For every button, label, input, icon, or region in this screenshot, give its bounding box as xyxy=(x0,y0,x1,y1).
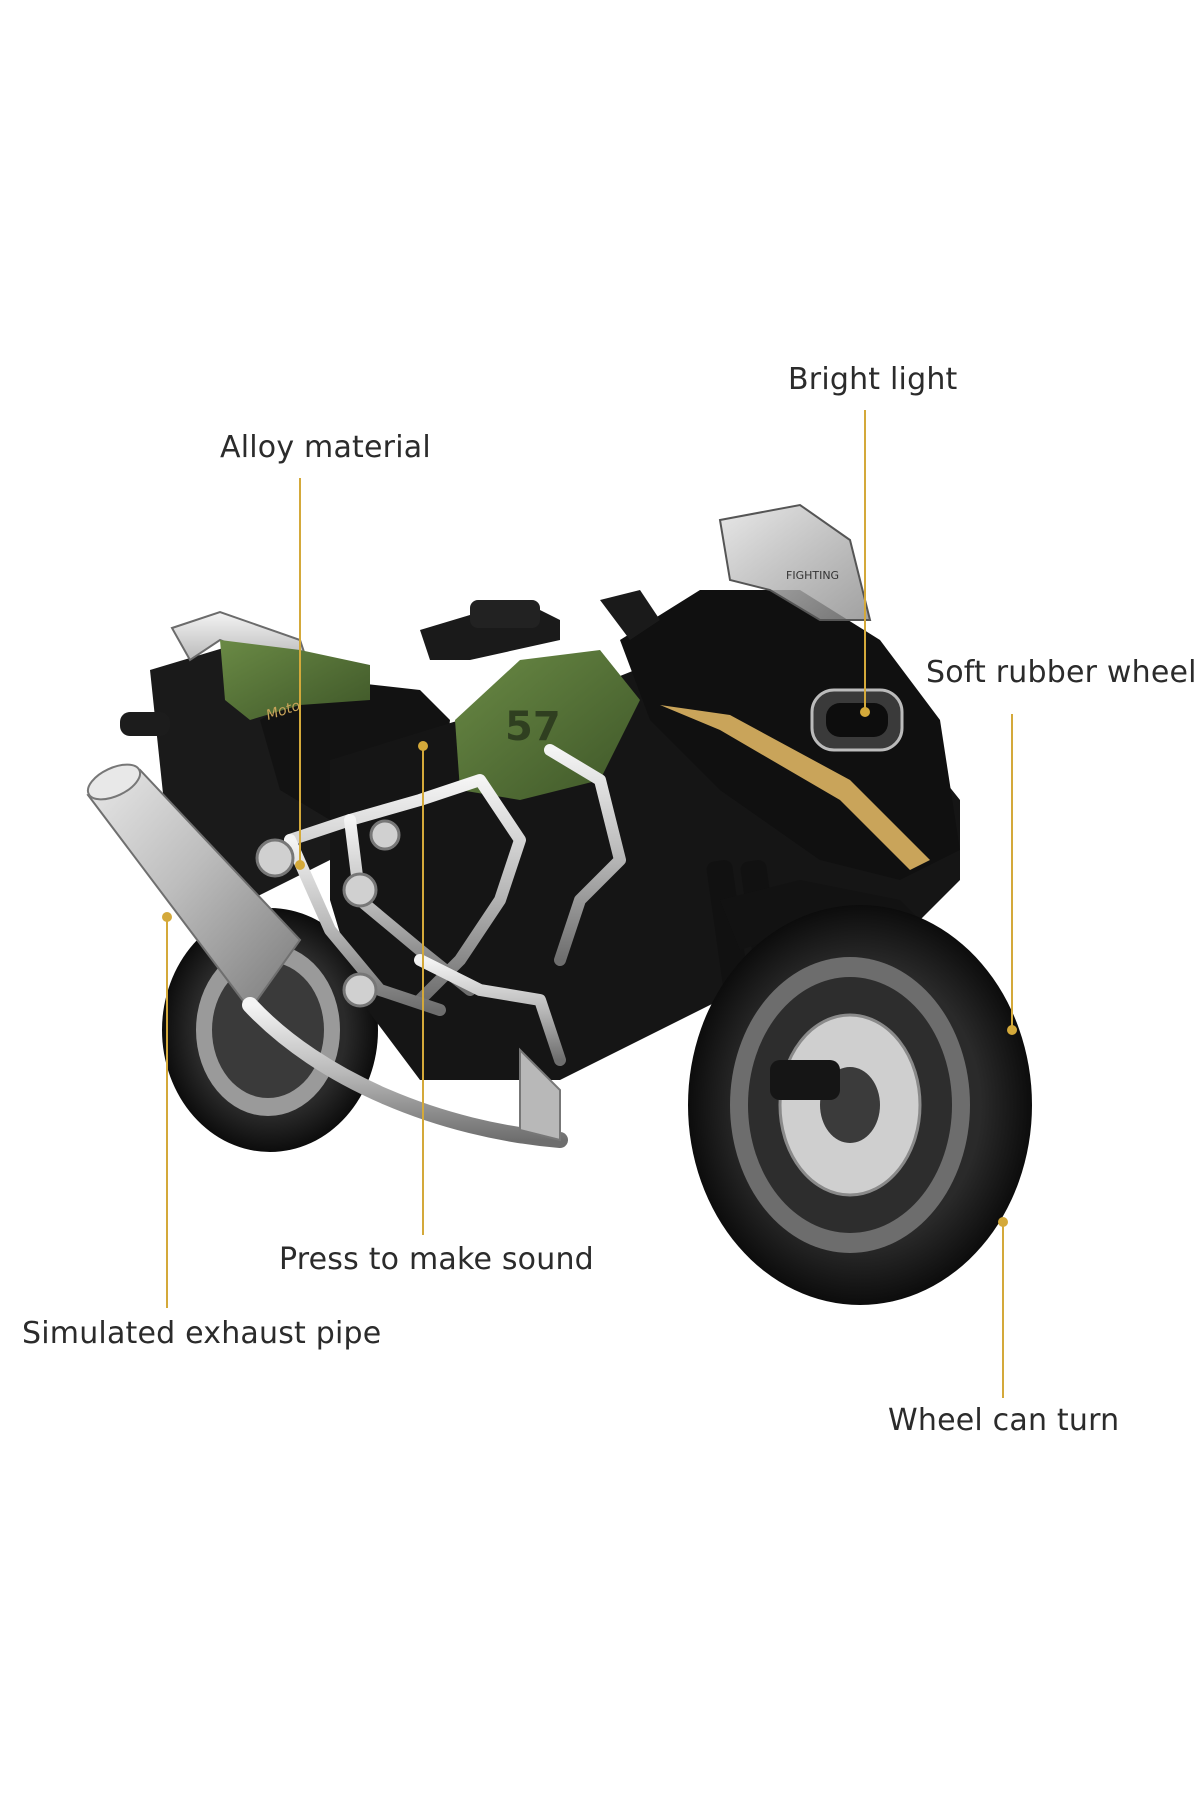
windshield xyxy=(718,503,872,621)
chrome-frame xyxy=(284,744,626,1066)
callout-soft-rubber-wheel: Soft rubber wheel xyxy=(926,655,1197,690)
callout-wheel-can-turn: Wheel can turn xyxy=(888,1403,1120,1438)
callout-bright-light: Bright light xyxy=(788,362,958,397)
headlight xyxy=(810,688,904,752)
callout-leaders xyxy=(162,410,1017,1398)
exhaust-pipe xyxy=(86,763,568,1148)
callout-simulated-exhaust-pipe: Simulated exhaust pipe xyxy=(22,1316,382,1351)
front-wheel xyxy=(688,905,1032,1305)
callout-press-to-make-sound: Press to make sound xyxy=(279,1242,594,1277)
callout-alloy-material: Alloy material xyxy=(220,430,431,465)
windshield-text: FIGHTING xyxy=(786,569,839,582)
svg-text:57: 57 xyxy=(505,704,561,750)
motorcycle-illustration: Moto 57 FIGHTING xyxy=(86,503,1032,1305)
